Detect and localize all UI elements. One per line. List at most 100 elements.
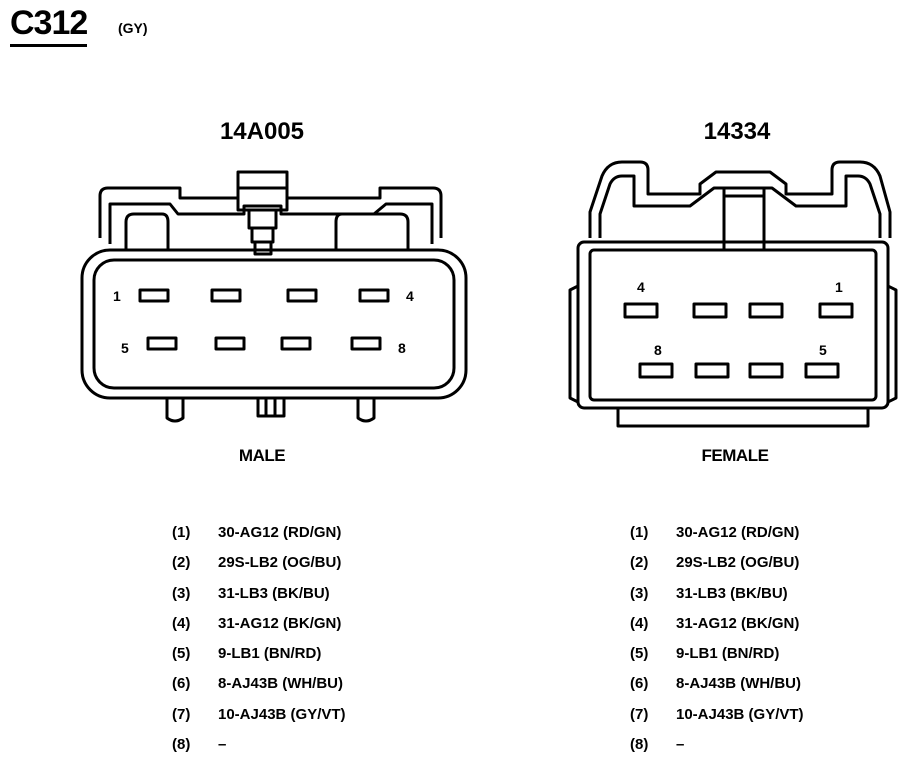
- male-pin-1: [138, 288, 170, 303]
- list-item: (8) –: [630, 736, 804, 766]
- pin-number: (1): [172, 524, 191, 541]
- male-label: MALE: [238, 446, 286, 465]
- female-pin-2: [748, 302, 784, 319]
- pin-number: (6): [630, 675, 649, 693]
- list-item: (6) 8-AJ43B (WH/BU): [630, 675, 804, 705]
- female-body-inner: [588, 248, 878, 402]
- pin-circuit: 30-AG12 (RD/GN): [676, 524, 800, 541]
- pin-circuit: –: [218, 736, 227, 754]
- list-item: (1) 30-AG12 (RD/GN): [630, 524, 804, 554]
- female-pin-label-5: 5: [819, 342, 827, 358]
- list-item: (2) 29S-LB2 (OG/BU): [630, 554, 804, 584]
- female-pin-1: [818, 302, 854, 319]
- pin-circuit: 31-AG12 (BK/GN): [676, 614, 800, 632]
- pin-number: (5): [172, 645, 191, 663]
- male-foot-left: [165, 398, 185, 423]
- male-latch-left: [124, 212, 170, 250]
- pin-circuit: 8-AJ43B (WH/BU): [218, 675, 344, 693]
- list-item: (5) 9-LB1 (BN/RD): [630, 645, 804, 675]
- pin-circuit: 10-AJ43B (GY/VT): [676, 705, 804, 723]
- pin-number: (1): [630, 524, 649, 541]
- pin-number: (2): [630, 554, 649, 572]
- female-pin-label-8: 8: [654, 342, 662, 358]
- male-inner-outline: [108, 202, 434, 244]
- female-pin-6: [748, 362, 784, 379]
- male-pin-7: [280, 336, 312, 351]
- pin-number: (2): [172, 554, 191, 572]
- female-pin-7: [694, 362, 730, 379]
- male-foot-right: [356, 398, 376, 423]
- pin-number: (7): [630, 705, 649, 723]
- list-item: (7) 10-AJ43B (GY/VT): [172, 706, 346, 736]
- female-pin-8: [638, 362, 674, 379]
- pin-number: (6): [172, 675, 191, 693]
- connector-color: (GY): [118, 20, 148, 36]
- male-pin-list: (1) 30-AG12 (RD/GN) (2) 29S-LB2 (OG/BU) (3…: [172, 524, 346, 766]
- female-pin-label-4: 4: [637, 279, 645, 295]
- male-pin-label-4: 4: [406, 288, 414, 304]
- pin-circuit: 30-AG12 (RD/GN): [218, 524, 342, 541]
- list-item: (2) 29S-LB2 (OG/BU): [172, 554, 346, 584]
- female-pin-list: (1) 30-AG12 (RD/GN) (2) 29S-LB2 (OG/BU) (3…: [630, 524, 804, 766]
- female-pin-3: [692, 302, 728, 319]
- male-pin-5: [146, 336, 178, 351]
- pin-number: (8): [172, 736, 191, 754]
- female-pin-4: [623, 302, 659, 319]
- female-pin-label-1: 1: [835, 279, 843, 295]
- list-item: (7) 10-AJ43B (GY/VT): [630, 706, 804, 736]
- pin-number: (4): [172, 614, 191, 632]
- male-foot-center: [256, 396, 286, 418]
- list-item: (4) 31-AG12 (BK/GN): [630, 615, 804, 645]
- pin-circuit: 31-LB3 (BK/BU): [676, 584, 788, 602]
- female-bottom-skirt: [616, 408, 870, 428]
- pin-circuit: 10-AJ43B (GY/VT): [218, 705, 346, 723]
- male-pin-6: [214, 336, 246, 351]
- pin-number: (4): [630, 614, 649, 632]
- male-pin-label-1: 1: [113, 288, 121, 304]
- female-side-right: [887, 284, 898, 404]
- male-body-outer: [80, 248, 468, 400]
- list-item: (1) 30-AG12 (RD/GN): [172, 524, 346, 554]
- male-center-key: [236, 170, 289, 212]
- male-key-stem-2: [250, 226, 275, 244]
- male-connector: [80, 170, 468, 423]
- pin-number: (5): [630, 645, 649, 663]
- pin-circuit: 29S-LB2 (OG/BU): [676, 554, 800, 572]
- list-item: (5) 9-LB1 (BN/RD): [172, 645, 346, 675]
- male-key-stem: [247, 208, 278, 230]
- male-pin-label-8: 8: [398, 340, 406, 356]
- list-item: (4)31-AG12 (BK/GN): [172, 615, 346, 645]
- female-label: FEMALE: [701, 446, 769, 465]
- male-body-inner: [92, 258, 456, 390]
- female-part-number: 14334: [703, 118, 771, 145]
- female-connector: [568, 160, 898, 428]
- pin-circuit: 8-AJ43B (WH/BU): [676, 675, 802, 693]
- pin-number: (7): [172, 705, 191, 723]
- male-part-number: 14A005: [219, 118, 305, 145]
- pin-number: (3): [630, 584, 649, 602]
- male-key-stem-3: [253, 240, 273, 256]
- pin-circuit: 9-LB1 (BN/RD): [218, 645, 322, 663]
- male-pin-3: [286, 288, 318, 303]
- pin-circuit: 29S-LB2 (OG/BU): [218, 554, 342, 572]
- female-inner-top: [598, 174, 882, 238]
- list-item: (3) 31-LB3 (BK/BU): [172, 585, 346, 615]
- male-latch-right: [334, 212, 410, 250]
- pin-circuit: 31-LB3 (BK/BU): [218, 584, 330, 602]
- pin-number: (3): [172, 584, 191, 602]
- pin-circuit: 9-LB1 (BN/RD): [676, 645, 780, 663]
- male-pin-4: [358, 288, 390, 303]
- male-pin-8: [350, 336, 382, 351]
- male-outer-outline: [98, 186, 443, 238]
- male-pin-2: [210, 288, 242, 303]
- list-item: (8) –: [172, 736, 346, 766]
- connector-id: C312: [10, 4, 88, 47]
- female-pin-5: [804, 362, 840, 379]
- female-side-left: [568, 284, 579, 404]
- female-top-outline: [588, 160, 892, 238]
- list-item: (3) 31-LB3 (BK/BU): [630, 585, 804, 615]
- list-item: (6) 8-AJ43B (WH/BU): [172, 675, 346, 705]
- pin-circuit: –: [676, 736, 685, 754]
- pin-number: (8): [630, 736, 649, 754]
